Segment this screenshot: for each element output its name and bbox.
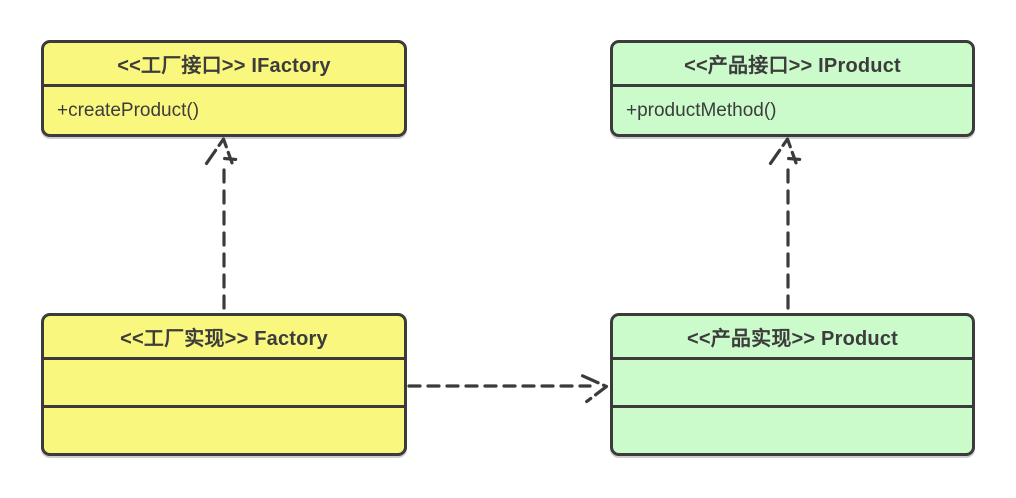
dependency-arrow-factory-to-product: [407, 374, 609, 404]
class-title-product: <<产品实现>> Product: [613, 316, 972, 360]
product-methods-compartment: [613, 408, 972, 453]
class-box-factory[interactable]: <<工厂实现>> Factory: [41, 313, 407, 456]
realization-arrow-factory-to-ifactory: [204, 137, 238, 315]
factory-methods-compartment: [44, 408, 404, 453]
class-title-factory: <<工厂实现>> Factory: [44, 316, 404, 360]
class-box-ifactory[interactable]: <<工厂接口>> IFactory +createProduct(): [41, 40, 407, 137]
method-create-product: +createProduct(): [57, 99, 200, 121]
method-product-method: +productMethod(): [626, 99, 777, 121]
class-box-product[interactable]: <<产品实现>> Product: [610, 313, 975, 456]
class-box-iproduct[interactable]: <<产品接口>> IProduct +productMethod(): [610, 40, 975, 137]
factory-attributes-compartment: [44, 360, 404, 408]
realization-arrow-product-to-iproduct: [768, 137, 802, 315]
product-attributes-compartment: [613, 360, 972, 408]
class-title-ifactory: <<工厂接口>> IFactory: [44, 43, 404, 87]
class-title-iproduct: <<产品接口>> IProduct: [613, 43, 972, 87]
